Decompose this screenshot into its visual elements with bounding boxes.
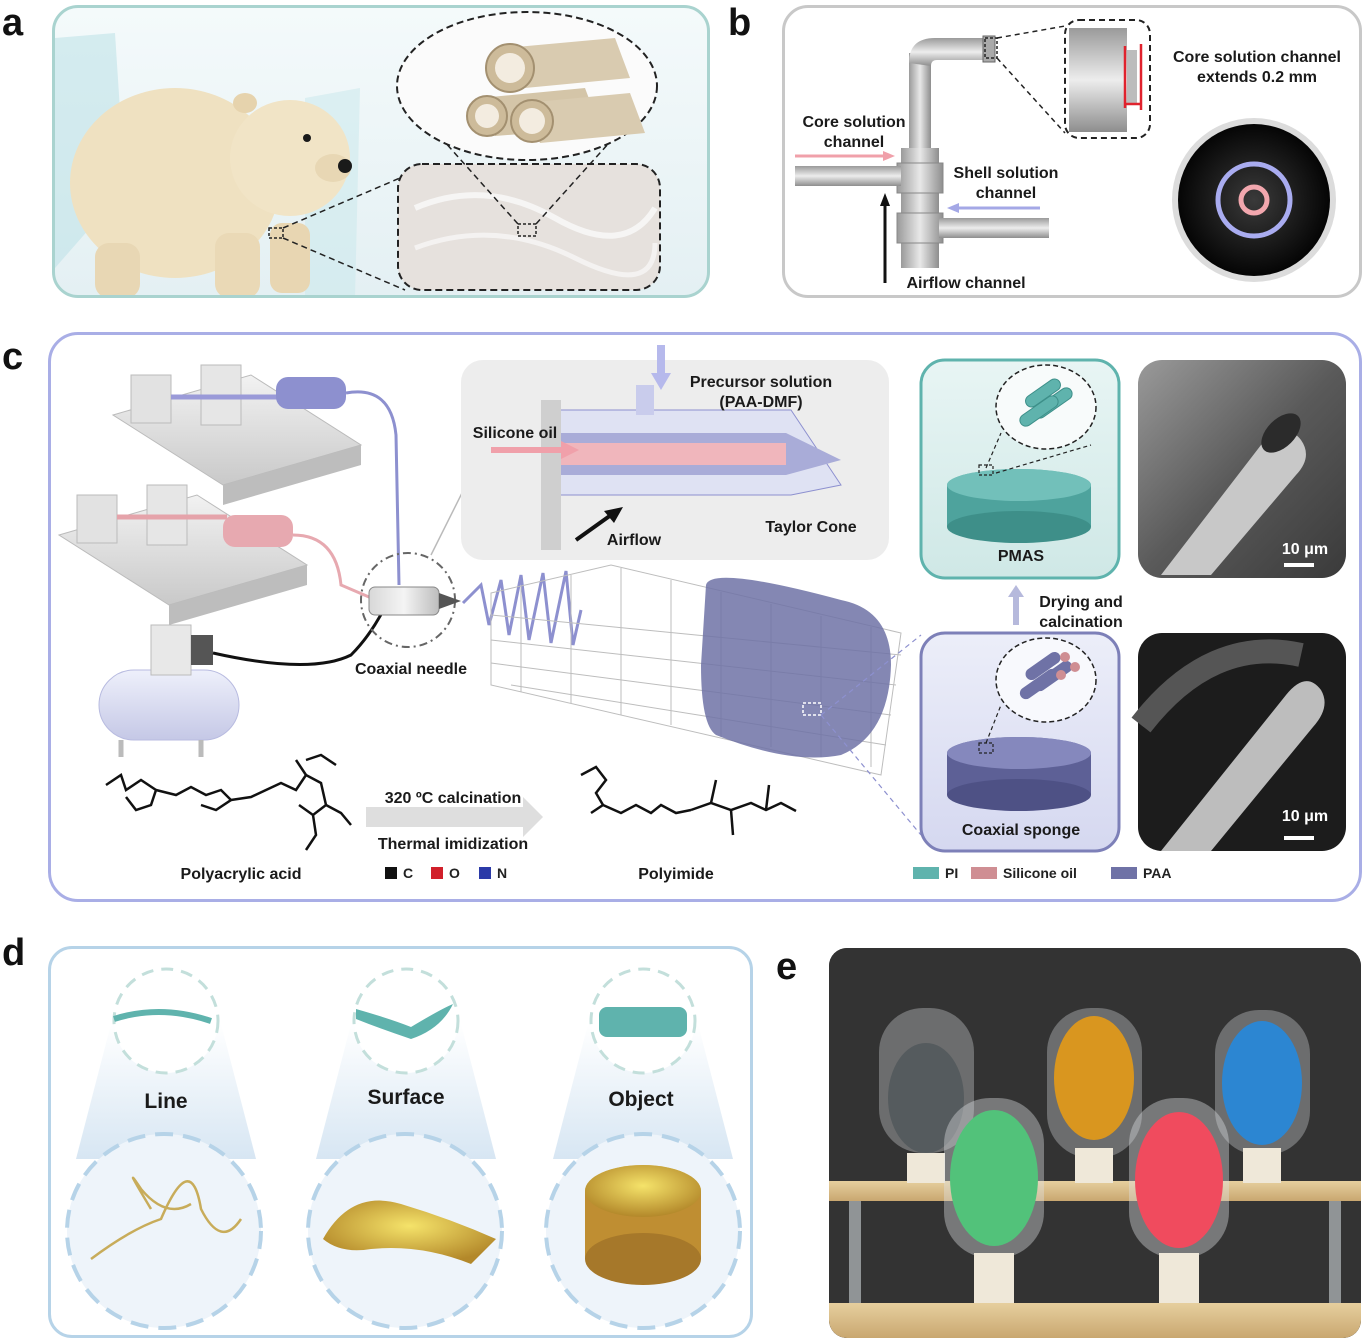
hollow-fibers xyxy=(466,38,645,143)
label-calcination: 320 ºC calcination xyxy=(384,790,522,807)
jar-green xyxy=(944,1098,1044,1303)
polar-bear-illustration xyxy=(55,11,661,295)
material-legend: PI Silicone oil PAA xyxy=(913,865,1172,881)
panel-label-d: d xyxy=(2,932,26,974)
label-surface: Surface xyxy=(367,1086,445,1109)
paa-molecule xyxy=(105,753,352,851)
jar-red xyxy=(1129,1098,1229,1303)
dimension-shapes xyxy=(65,967,742,1330)
material-legend-swatch xyxy=(913,867,939,879)
label-coaxial-needle: Coaxial needle xyxy=(354,661,468,678)
air-compressor xyxy=(98,604,388,757)
pmas-fibers xyxy=(1019,378,1073,427)
atom-legend-label: N xyxy=(497,865,507,881)
material-legend-label: PI xyxy=(945,865,958,881)
material-legend-label: Silicone oil xyxy=(1003,865,1077,881)
atom-legend-label: O xyxy=(449,865,460,881)
surface-column xyxy=(306,967,504,1330)
bear-body xyxy=(70,88,280,278)
label-scale-top: 10 μm xyxy=(1281,541,1329,558)
atom-legend-swatch xyxy=(479,867,491,879)
fur-closeup xyxy=(397,163,661,291)
label-polyimide: Polyimide xyxy=(638,866,714,883)
label-pmas: PMAS xyxy=(997,548,1045,565)
syringe-pump-top xyxy=(111,364,401,586)
label-imidization: Thermal imidization xyxy=(377,836,529,853)
atom-legend-swatch xyxy=(431,867,443,879)
panel-label-a: a xyxy=(2,2,24,44)
panel-label-c: c xyxy=(2,336,24,378)
label-coaxial-sponge: Coaxial sponge xyxy=(961,822,1081,839)
material-legend-swatch xyxy=(971,867,997,879)
label-precursor: Precursor solution(PAA-DMF) xyxy=(689,374,833,411)
panel-label-b: b xyxy=(728,2,752,44)
label-polyacrylic-acid: Polyacrylic acid xyxy=(180,866,302,883)
needle-cutaway xyxy=(491,345,842,550)
label-taylor-cone: Taylor Cone xyxy=(765,519,857,536)
line-column xyxy=(65,967,263,1330)
pi-molecule xyxy=(580,765,797,836)
label-airflow-channel: Airflow channel xyxy=(906,275,1026,292)
coaxial-needle xyxy=(368,586,440,616)
label-airflow: Airflow xyxy=(606,532,662,549)
fiber-jet xyxy=(461,570,583,646)
label-object: Object xyxy=(608,1088,674,1111)
label-silicone-oil: Silicone oil xyxy=(472,425,558,442)
coaxial-needle-diagram xyxy=(795,19,1336,283)
material-legend-label: PAA xyxy=(1143,865,1172,881)
colored-sponges-photo xyxy=(829,948,1361,1338)
material-legend-swatch xyxy=(1111,867,1137,879)
sponge-fibers xyxy=(1019,651,1080,700)
object-column xyxy=(544,967,742,1330)
panel-label-e: e xyxy=(776,946,798,988)
syringe-pump-bottom xyxy=(57,484,370,625)
jar-yellow xyxy=(1047,1008,1142,1183)
panel-a xyxy=(52,5,710,298)
needle-cross-section xyxy=(1178,124,1330,276)
panel-d: Line Surface Object xyxy=(48,946,753,1338)
jar-gray xyxy=(879,1008,974,1183)
collected-fibers xyxy=(701,577,891,758)
panel-e xyxy=(829,948,1361,1338)
process-arrow xyxy=(366,797,543,837)
jar-blue xyxy=(1215,1010,1310,1183)
atom-legend-label: C xyxy=(403,865,413,881)
label-line: Line xyxy=(144,1090,188,1113)
bear-head xyxy=(230,100,350,216)
label-scale-bottom: 10 μm xyxy=(1281,808,1329,825)
atom-legend-swatch xyxy=(385,867,397,879)
